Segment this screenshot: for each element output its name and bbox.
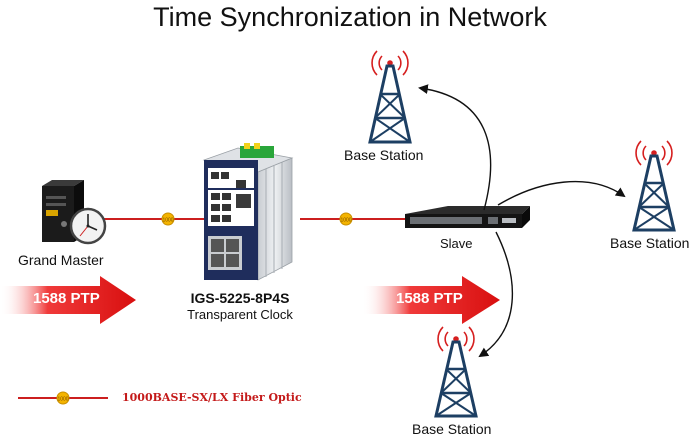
- slave-label: Slave: [440, 236, 473, 251]
- grand-master-label: Grand Master: [18, 252, 104, 268]
- base-station-top-label: Base Station: [344, 147, 424, 163]
- fiber-badge: 1000: [339, 212, 353, 226]
- ptp-arrow-left-label: 1588 PTP: [33, 290, 100, 307]
- page-title: Time Synchronization in Network: [153, 2, 547, 32]
- link-slave-base-station-top: [418, 84, 492, 211]
- ptp-arrow-left: [0, 276, 136, 324]
- svg-text:1000: 1000: [162, 218, 173, 224]
- switch-role-label: Transparent Clock: [187, 307, 293, 322]
- base-station-tower-icon: [434, 326, 478, 418]
- switch-model-label: IGS-5225-8P4S: [190, 290, 290, 306]
- fiber-badge: 1000: [161, 212, 175, 226]
- legend-fiber-badge: 1000: [56, 391, 70, 405]
- slave-switch-icon: [405, 206, 530, 228]
- base-station-right-label: Base Station: [610, 235, 690, 251]
- svg-text:1000: 1000: [340, 218, 351, 224]
- link-slave-base-station-bottom: [478, 231, 514, 358]
- svg-text:1000: 1000: [57, 397, 68, 403]
- ptp-arrow-right: [362, 276, 500, 324]
- ptp-arrow-right-label: 1588 PTP: [396, 290, 463, 307]
- legend-label: 1000BASE-SX/LX Fiber Optic: [122, 391, 302, 404]
- base-station-tower-icon: [632, 140, 676, 232]
- base-station-tower-icon: [368, 50, 412, 144]
- link-slave-base-station-right: [497, 180, 626, 206]
- clock-icon: [69, 207, 107, 245]
- base-station-bottom-label: Base Station: [412, 421, 492, 437]
- industrial-switch-icon: [202, 143, 294, 281]
